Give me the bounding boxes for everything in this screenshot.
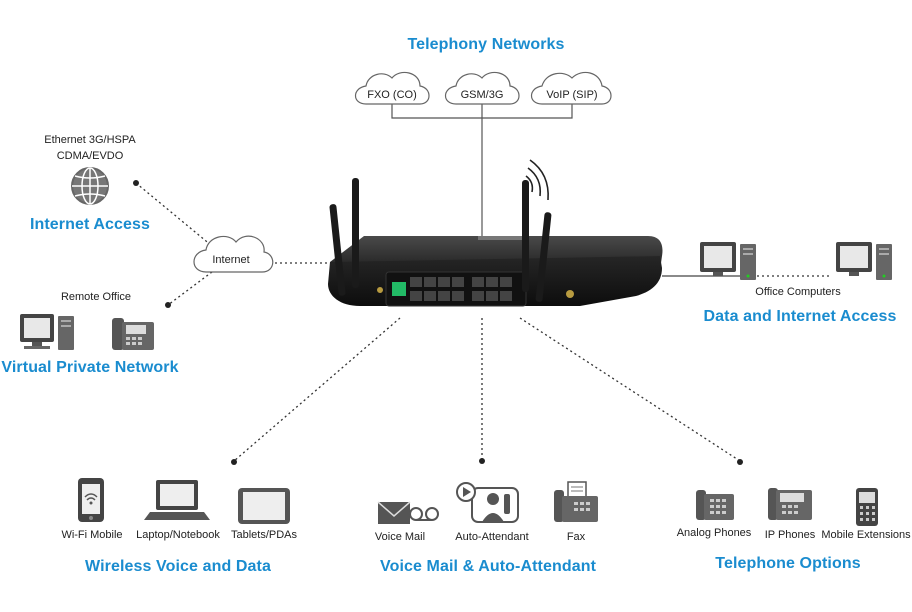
wifi-mobile-icon (78, 478, 104, 522)
internet-cloud-label: Internet (212, 254, 250, 266)
internet-access-caption-line2: CDMA/EVDO (56, 150, 124, 162)
mobile-extension-icon (856, 488, 878, 526)
voice-mail-icon (377, 501, 439, 524)
tablet-icon (238, 488, 290, 524)
dotted-connectors (135, 182, 832, 462)
voip-cloud-label: VoIP (SIP) (546, 89, 598, 101)
internet-access-caption-line1: Ethernet 3G/HSPA (44, 134, 136, 146)
pbx-appliance (328, 159, 663, 307)
internet-cloud (193, 235, 274, 273)
wifi-mobile-label: Wi-Fi Mobile (61, 529, 123, 541)
wireless-voice-data-title: Wireless Voice and Data (85, 558, 271, 575)
internet-access-title: Internet Access (29, 216, 151, 233)
laptop-label: Laptop/Notebook (136, 529, 220, 541)
telephony-connectors (391, 104, 573, 245)
laptop-icon (144, 480, 210, 520)
fxo-cloud (354, 71, 430, 105)
office-computer-2-icon (836, 242, 892, 280)
fax-icon (554, 481, 598, 522)
wifi-signal-icon (525, 159, 549, 201)
connector-dots (133, 180, 743, 465)
office-computers-caption: Office Computers (755, 286, 841, 298)
remote-desktop-icon (20, 314, 74, 350)
analog-phone-icon (696, 490, 734, 520)
ip-phones-label: IP Phones (764, 529, 816, 541)
vpn-title: Virtual Private Network (1, 359, 179, 376)
data-internet-access-title: Data and Internet Access (703, 308, 897, 325)
tablet-label: Tablets/PDAs (230, 529, 298, 541)
auto-attendant-label: Auto-Attendant (455, 531, 529, 543)
fax-label: Fax (566, 531, 586, 543)
analog-phones-label: Analog Phones (676, 527, 752, 539)
auto-attendant-icon (456, 482, 519, 523)
mobile-extensions-label: Mobile Extensions (821, 529, 911, 541)
telephony-networks-title: Telephony Networks (407, 36, 565, 53)
remote-ip-phone-icon (112, 318, 154, 350)
voice-mail-label: Voice Mail (374, 531, 426, 543)
globe-icon (71, 167, 109, 205)
telephone-options-title: Telephone Options (715, 555, 861, 572)
remote-office-caption: Remote Office (60, 291, 132, 303)
office-computer-1-icon (700, 242, 756, 280)
gsm-cloud-label: GSM/3G (460, 89, 504, 101)
voip-cloud (530, 71, 612, 105)
ip-phone-icon (768, 488, 812, 520)
voice-mail-auto-attendant-title: Voice Mail & Auto-Attendant (379, 558, 597, 575)
fxo-cloud-label: FXO (CO) (367, 89, 417, 101)
gsm-cloud (444, 71, 520, 105)
